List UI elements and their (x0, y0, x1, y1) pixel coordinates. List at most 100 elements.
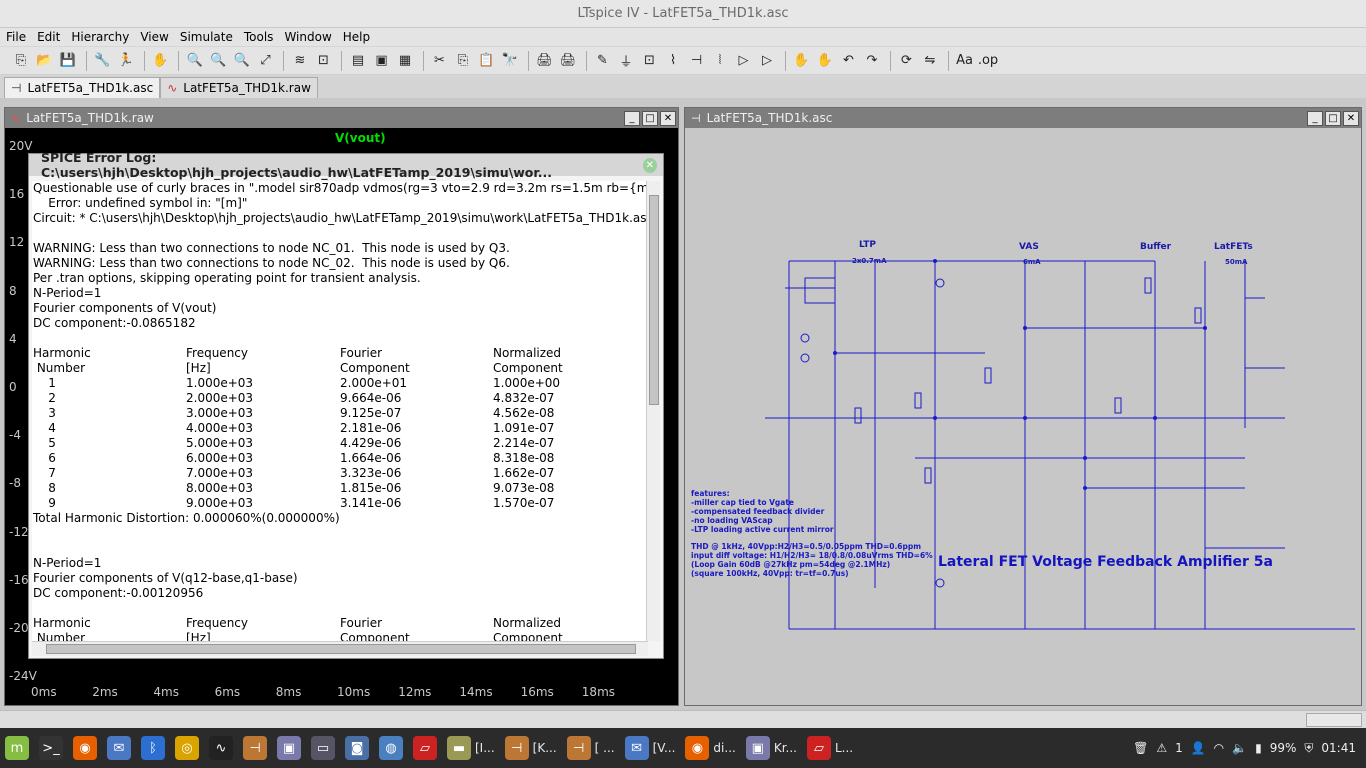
error-log-text[interactable]: Questionable use of curly braces in ".mo… (32, 181, 648, 641)
capacitor-icon[interactable]: ⊣ (690, 53, 703, 68)
run-icon[interactable]: 🏃 (117, 53, 135, 68)
app-red-launcher[interactable]: ▱ (408, 730, 442, 766)
error-log-title: SPICE Error Log: C:\users\hjh\Desktop\hj… (41, 150, 553, 180)
task-folder[interactable]: ▬[I... (442, 730, 500, 766)
task-kr[interactable]: ▣Kr... (741, 730, 802, 766)
browser-launcher[interactable]: ◍ (374, 730, 408, 766)
menu-simulate[interactable]: Simulate (179, 30, 233, 44)
label-icon[interactable]: ⊡ (644, 53, 655, 68)
mint-menu-launcher[interactable]: m (0, 730, 34, 766)
print-icon[interactable]: 🖨 (559, 53, 577, 68)
minimize-button[interactable]: _ (1307, 110, 1323, 126)
camera-launcher[interactable]: ◙ (340, 730, 374, 766)
cascade-icon[interactable]: ▣ (375, 53, 388, 68)
find-icon[interactable]: 🔭 (501, 53, 519, 68)
cell: Harmonic (33, 616, 91, 630)
schematic-window-titlebar[interactable]: ⊣ LatFET5a_THD1k.asc _ □ ✕ (685, 108, 1361, 128)
maximize-button[interactable]: □ (642, 110, 658, 126)
cut-icon[interactable]: ✂ (434, 53, 445, 68)
inductor-icon[interactable]: ⦚ (718, 53, 722, 68)
waveform-window-titlebar[interactable]: ∿ LatFET5a_THD1k.raw _ □ ✕ (5, 108, 678, 128)
diode-icon[interactable]: ▷ (738, 53, 749, 68)
clock[interactable]: 01:41 (1321, 741, 1356, 755)
kicad-launcher[interactable]: ▣ (272, 730, 306, 766)
halt-icon[interactable]: ✋ (152, 53, 169, 68)
schematic-canvas[interactable]: LTP 2x0.7mA VAS 6mA Buffer LatFETs 50mA (685, 128, 1361, 705)
scroll-thumb[interactable] (649, 195, 659, 405)
spec-line: (Loop Gain 60dB @27kHz pm=54deg @2.1MHz) (691, 560, 891, 569)
close-all-icon[interactable]: ▦ (398, 53, 412, 68)
tab-latfet5a-thd1k-raw[interactable]: ∿LatFET5a_THD1k.raw (160, 77, 318, 98)
resistor-icon[interactable]: ⌇ (669, 53, 677, 68)
spice-error-log-dialog[interactable]: SPICE Error Log: C:\users\hjh\Desktop\hj… (28, 150, 664, 659)
component-icon[interactable]: ▷ (762, 53, 772, 68)
task-firefox[interactable]: ◉di... (680, 730, 740, 766)
menu-file[interactable]: File (6, 30, 27, 44)
drag-icon[interactable]: ✋ (816, 53, 834, 68)
zoom-in-icon[interactable]: 🔍 (186, 53, 204, 68)
copy-icon[interactable]: ⎘ (457, 53, 469, 68)
print-setup-icon[interactable]: 🖨 (536, 53, 553, 68)
mirror-icon[interactable]: ⇋ (924, 53, 936, 68)
firefox-launcher[interactable]: ◉ (68, 730, 102, 766)
task-ltspice-k[interactable]: ⊣[K... (500, 730, 562, 766)
new-schematic-icon[interactable]: ⎘ (15, 53, 27, 68)
task-ltspice-2[interactable]: ⊣[ ... (562, 730, 620, 766)
vertical-scrollbar[interactable] (646, 181, 660, 641)
minimize-button[interactable]: _ (624, 110, 640, 126)
bluetooth-launcher[interactable]: ᛒ (136, 730, 170, 766)
task-l[interactable]: ▱L... (802, 730, 858, 766)
move-icon[interactable]: ✋ (793, 53, 810, 68)
save-icon[interactable]: 💾 (59, 53, 77, 68)
menu-help[interactable]: Help (342, 30, 371, 44)
tab-latfet5a-thd1k-asc[interactable]: ⊣LatFET5a_THD1k.asc (4, 77, 161, 98)
cell: 1.815e-06 (340, 481, 402, 495)
text-icon[interactable]: Aa (956, 53, 973, 68)
maximize-button[interactable]: □ (1325, 110, 1341, 126)
undo-icon[interactable]: ↶ (843, 53, 854, 68)
spice-directive-icon[interactable]: .op (977, 53, 999, 68)
rotate-icon[interactable]: ⟳ (901, 53, 912, 68)
zoom-full-icon[interactable]: 🔍 (210, 53, 227, 68)
cancel-zoom-icon[interactable]: ⤢ (260, 53, 271, 68)
menu-window[interactable]: Window (284, 30, 332, 44)
zoom-out-icon[interactable]: 🔍 (233, 53, 251, 68)
security-icon[interactable]: ⛨ (1304, 740, 1314, 755)
open-icon[interactable]: 📂 (36, 53, 53, 68)
close-icon[interactable]: ✕ (642, 157, 657, 173)
wifi-icon[interactable]: ◠ (1213, 741, 1225, 755)
ltspice-launcher[interactable]: ⊣ (238, 730, 272, 766)
chrome-launcher[interactable]: ◎ (170, 730, 204, 766)
paste-icon[interactable]: 📋 (478, 53, 495, 68)
control-panel-icon[interactable]: 🔧 (94, 53, 111, 68)
menu-view[interactable]: View (140, 30, 169, 44)
menu-hierarchy[interactable]: Hierarchy (71, 30, 130, 44)
battery-icon[interactable]: ▮ (1255, 741, 1262, 755)
schematic-window[interactable]: ⊣ LatFET5a_THD1k.asc _ □ ✕ (684, 107, 1362, 706)
close-button[interactable]: ✕ (660, 110, 676, 126)
cell: 9.000e+03 (186, 496, 254, 510)
cell: 6.000e+03 (186, 451, 254, 465)
ground-icon[interactable]: ⏚ (619, 55, 633, 70)
horizontal-scrollbar[interactable] (32, 641, 648, 656)
shield-icon[interactable]: ⚠ (1156, 741, 1168, 755)
volume-icon[interactable]: 🔈 (1232, 741, 1248, 755)
menu-tools[interactable]: Tools (243, 30, 274, 44)
menu-edit[interactable]: Edit (37, 30, 61, 44)
error-log-titlebar[interactable]: SPICE Error Log: C:\users\hjh\Desktop\hj… (29, 150, 663, 180)
tile-icon[interactable]: ▤ (351, 53, 365, 68)
terminal-launcher[interactable]: >_ (34, 730, 68, 766)
wire-icon[interactable]: ✎ (597, 53, 608, 68)
redo-icon[interactable]: ↷ (866, 53, 878, 68)
autorange-icon[interactable]: ⊡ (318, 53, 329, 68)
waveform-view-icon[interactable]: ≋ (294, 53, 306, 68)
files-launcher[interactable]: ▭ (306, 730, 340, 766)
scope-launcher[interactable]: ∿ (204, 730, 238, 766)
task-mail[interactable]: ✉[V... (620, 730, 681, 766)
user-icon[interactable]: 👤 (1190, 741, 1206, 755)
mail-launcher[interactable]: ✉ (102, 730, 136, 766)
trace-label[interactable]: V(vout) (335, 131, 386, 145)
close-button[interactable]: ✕ (1343, 110, 1359, 126)
trash-icon[interactable]: 🗑 (1133, 741, 1149, 755)
scroll-thumb[interactable] (46, 644, 636, 654)
